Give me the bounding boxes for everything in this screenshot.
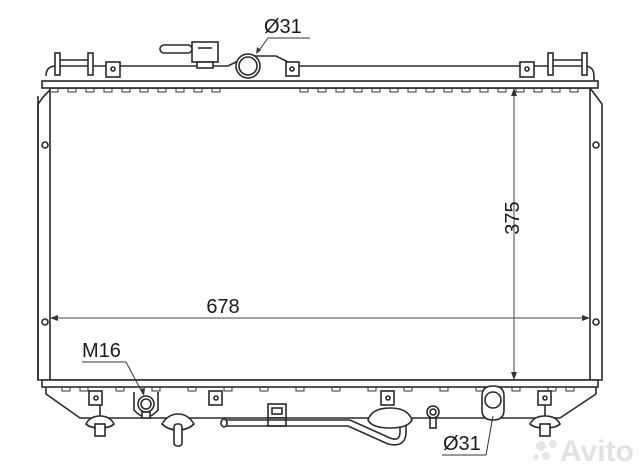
drain-plug-callout-label: M16 xyxy=(82,340,121,362)
top-tank xyxy=(41,52,599,93)
width-dimension: 678 xyxy=(50,296,590,321)
temperature-sensor-fitting xyxy=(426,405,440,429)
width-dimension-label: 678 xyxy=(206,296,239,318)
height-dimension-label: 375 xyxy=(502,201,524,234)
top-inlet-pipe xyxy=(235,53,261,79)
bottom-right-mount xyxy=(529,405,561,437)
bottom-left-mount xyxy=(85,405,115,437)
bottom-outlet-callout-label: Ø31 xyxy=(443,433,481,455)
bottom-outlet-pipe xyxy=(481,385,505,421)
filler-cap xyxy=(159,41,219,69)
bottom-tank xyxy=(41,379,599,419)
oil-cooler-fitting-left xyxy=(160,413,196,447)
top-inlet-callout: Ø31 xyxy=(256,16,310,54)
watermark-text: Avito xyxy=(560,435,634,468)
drain-plug xyxy=(133,392,159,419)
bottom-outlet-callout: Ø31 xyxy=(442,415,494,456)
drain-plug-callout: M16 xyxy=(82,340,145,396)
height-dimension: 375 xyxy=(502,88,524,380)
oil-cooler-line xyxy=(220,403,413,446)
right-side-bracket xyxy=(589,87,603,381)
avito-watermark: Avito xyxy=(533,435,634,468)
top-inlet-callout-label: Ø31 xyxy=(264,16,302,38)
left-side-bracket xyxy=(37,88,51,381)
